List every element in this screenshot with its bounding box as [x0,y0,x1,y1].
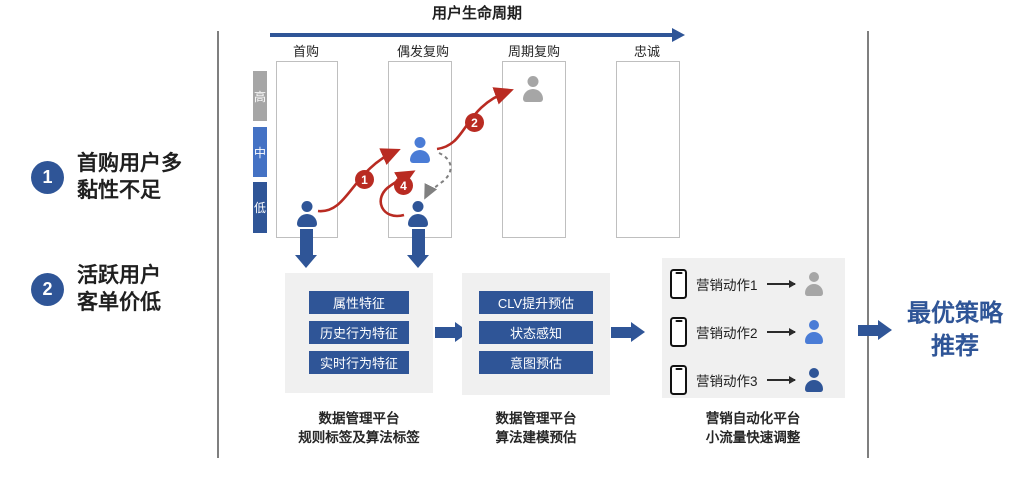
marketing-action-3-label: 营销动作3 [696,374,758,389]
phone-icon-1 [670,269,687,299]
thin-right-arrow-icon-3 [766,375,796,384]
flow-marker-4: 4 [394,176,413,195]
panel-feature-tags: 属性特征 历史行为特征 实时行为特征 [285,273,433,393]
down-arrow-icon-2 [407,229,430,268]
level-medium: 中 [253,127,267,177]
lifecycle-axis-line [270,33,674,37]
annotation-1-text: 首购用户多 黏性不足 [77,152,182,202]
caption-data-platform-tags: 数据管理平台 规则标签及算法标签 [298,411,420,445]
marketing-action-row-3: 营销动作3 [670,362,824,398]
phone-icon-2 [670,317,687,347]
annotation-2: 2 活跃用户 客单价低 [31,262,161,316]
phone-icon-3 [670,365,687,395]
thin-right-arrow-icon-2 [766,327,796,336]
lifecycle-title: 用户生命周期 [431,5,522,22]
panel-marketing-automation: 营销动作1 营销动作2 营销动作3 [662,258,845,398]
stage-label-first-purchase: 首购 [292,44,320,59]
flow-marker-1: 1 [355,170,374,189]
tag-history-behavior-features: 历史行为特征 [309,321,409,344]
stage-label-occasional-repurchase: 偶发复购 [396,44,450,59]
tag-state-awareness: 状态感知 [479,321,593,344]
thin-right-arrow-icon-1 [766,279,796,288]
flow-marker-2: 2 [465,113,484,132]
left-divider-line [217,31,219,458]
result-text: 最优策略 推荐 [907,300,1003,360]
person-icon-stage3-high [522,76,544,102]
person-icon-action3-darkblue [804,368,824,392]
right-arrow-icon-3 [858,320,892,340]
person-icon-stage1-low [296,201,318,227]
stage-label-loyal: 忠诚 [633,44,661,59]
lifecycle-axis-arrowhead-icon [672,28,685,42]
caption-marketing-automation: 营销自动化平台 小流量快速调整 [705,411,801,445]
tag-attribute-features: 属性特征 [309,291,409,314]
person-icon-action2-blue [804,320,824,344]
stage-label-periodic-repurchase: 周期复购 [507,44,561,59]
marketing-action-2-label: 营销动作2 [696,326,758,341]
person-icon-stage2-low [407,201,429,227]
marketing-action-row-1: 营销动作1 [670,266,824,302]
tag-clv-uplift-estimation: CLV提升预估 [479,291,593,314]
down-arrow-icon-1 [295,229,318,268]
annotation-2-badge: 2 [31,272,64,306]
annotation-1: 1 首购用户多 黏性不足 [31,150,182,204]
caption-data-platform-model: 数据管理平台 算法建模预估 [495,411,577,445]
annotation-2-text: 活跃用户 客单价低 [77,264,161,314]
marketing-action-row-2: 营销动作2 [670,314,824,350]
person-icon-action1-gray [804,272,824,296]
level-low: 低 [253,182,267,233]
level-high: 高 [253,71,267,121]
stage-box-4 [616,61,680,238]
right-arrow-icon-2 [611,322,645,342]
annotation-1-badge: 1 [31,160,64,194]
tag-realtime-behavior-features: 实时行为特征 [309,351,409,374]
panel-model-estimation: CLV提升预估 状态感知 意图预估 [462,273,610,395]
right-divider-line [867,31,869,458]
person-icon-stage2-medium [409,137,431,163]
marketing-action-1-label: 营销动作1 [696,278,758,293]
tag-intent-prediction: 意图预估 [479,351,593,374]
